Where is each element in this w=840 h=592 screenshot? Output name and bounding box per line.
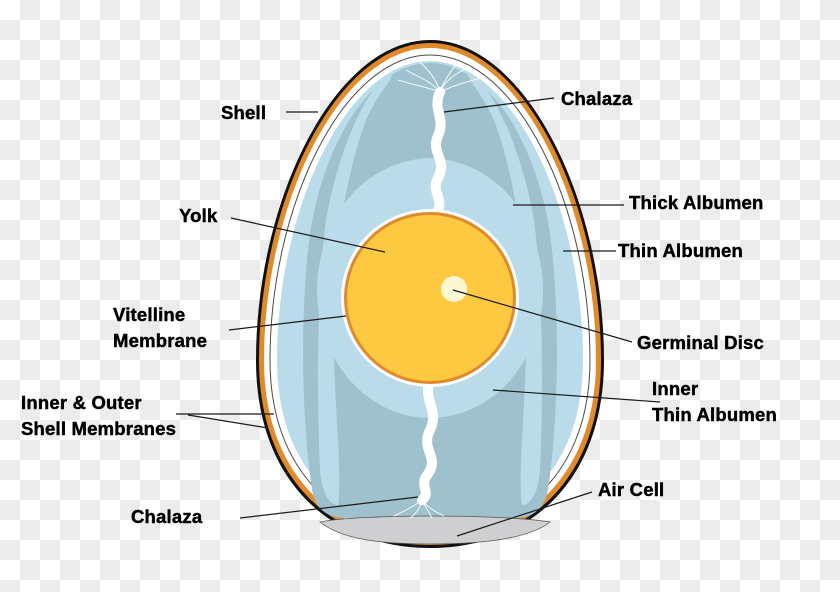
labels: Shell Chalaza Thick Albumen Yolk Thin Al… [21, 88, 777, 527]
germinal-disc [441, 276, 467, 302]
label-shell: Shell [221, 102, 266, 123]
chalaza-top [397, 61, 481, 219]
egg [256, 40, 604, 548]
air-cell [319, 515, 551, 545]
label-air-cell: Air Cell [598, 479, 664, 500]
chalaza-bottom [393, 375, 445, 519]
thin-albumen-band-left [318, 72, 393, 505]
label-chalaza-bottom: Chalaza [131, 506, 203, 527]
leader-lines [176, 97, 661, 537]
label-inner-thin-albumen-line2: Thin Albumen [652, 404, 777, 425]
label-shell-membranes-line1: Inner & Outer [21, 392, 142, 413]
label-thin-albumen: Thin Albumen [618, 240, 743, 261]
yolk [347, 215, 513, 381]
thin-albumen-band-right [467, 72, 542, 505]
label-vitelline-membrane-line2: Membrane [113, 330, 207, 351]
label-inner-thin-albumen-line1: Inner [652, 378, 698, 399]
label-chalaza-top: Chalaza [561, 88, 633, 109]
label-vitelline-membrane-line1: Vitelline [113, 304, 185, 325]
label-shell-membranes-line2: Shell Membranes [21, 418, 176, 439]
label-yolk: Yolk [179, 205, 218, 226]
label-germinal-disc: Germinal Disc [637, 332, 764, 353]
label-thick-albumen: Thick Albumen [629, 192, 764, 213]
